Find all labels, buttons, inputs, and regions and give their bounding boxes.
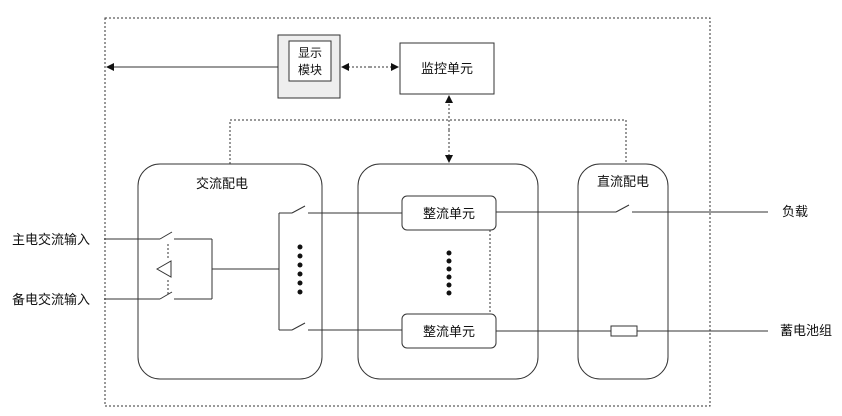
rectifier-unit-bottom: 整流单元 (401, 313, 497, 349)
battery-pack-label: 蓄电池组 (780, 324, 832, 339)
ac-distribution-label: 交流配电 (196, 176, 248, 192)
input-switching-circuit (104, 231, 279, 300)
monitor-unit-label: 监控单元 (421, 62, 473, 77)
display-module: 显示 模块 (277, 34, 341, 99)
rectifier-unit-top: 整流单元 (401, 195, 497, 231)
load-output-line (496, 204, 768, 213)
battery-output-line (496, 325, 768, 337)
rectifier-ellipsis-dots (446, 250, 452, 296)
rectifier-unit-bottom-label: 整流单元 (423, 325, 475, 340)
ac-bus-ellipsis-dots (297, 244, 303, 295)
backup-ac-input-label: 备电交流输入 (12, 292, 90, 308)
ac-distribution-block: 交流配电 (137, 163, 323, 380)
interlock-triangle-icon (155, 260, 172, 278)
system-boundary (104, 17, 711, 407)
main-ac-input-label: 主电交流输入 (12, 232, 90, 248)
battery-fuse-icon (610, 325, 638, 337)
rectifier-unit-top-label: 整流单元 (423, 207, 475, 222)
monitor-unit: 监控单元 (399, 42, 495, 95)
display-module-label-line2: 模块 (298, 63, 322, 77)
load-label: 负载 (782, 205, 808, 220)
display-module-label-line1: 显示 (298, 46, 322, 60)
dc-distribution-block: 直流配电 (577, 163, 669, 380)
monitor-bus-line (229, 119, 627, 164)
dc-distribution-label: 直流配电 (597, 175, 649, 190)
ac-output-bus (278, 205, 402, 331)
